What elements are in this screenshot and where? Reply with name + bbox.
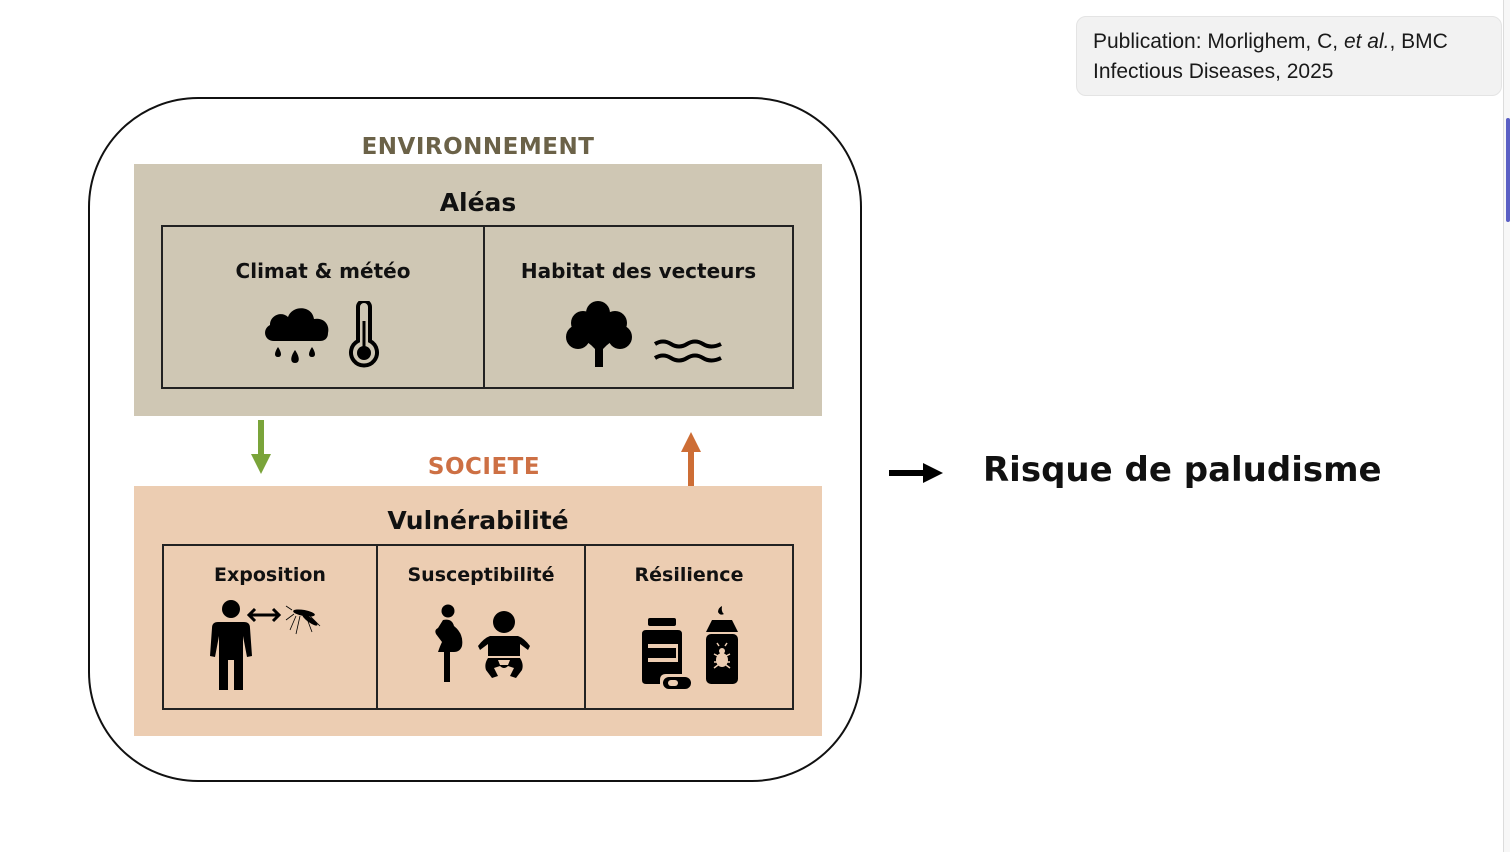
vulnerability-grid: Exposition Susceptibilité — [162, 544, 794, 710]
environment-section-title: ENVIRONNEMENT — [361, 134, 595, 160]
cell-label: Résilience — [634, 564, 744, 586]
baby-icon — [478, 611, 530, 678]
society-panel: Vulnérabilité Exposition Susceptibilité — [134, 486, 822, 736]
outcome-arrow-icon — [889, 463, 943, 483]
double-arrow-icon — [246, 607, 282, 623]
pregnant-woman-icon — [435, 604, 463, 682]
hazards-heading: Aléas — [439, 188, 517, 217]
thermometer-icon — [349, 301, 379, 368]
cell-label: Susceptibilité — [407, 564, 555, 586]
citation-prefix: Publication: Morlighem, C, — [1093, 30, 1344, 53]
environment-panel: Aléas Climat & météo Habitat des vecteur… — [134, 164, 822, 416]
cell-susceptibility: Susceptibilité — [376, 546, 584, 708]
arrow-up-society-to-hazard — [681, 432, 701, 486]
scrollbar-track[interactable] — [1503, 0, 1510, 852]
cell-label: Habitat des vecteurs — [520, 259, 757, 283]
tree-icon — [566, 301, 632, 367]
cell-climate-weather: Climat & météo — [163, 227, 483, 387]
water-waves-icon — [653, 339, 722, 363]
society-section-title: SOCIETE — [427, 454, 541, 480]
cell-label: Exposition — [214, 564, 326, 586]
citation-italic: et al. — [1343, 30, 1390, 53]
scrollbar-thumb[interactable] — [1506, 118, 1510, 222]
person-icon — [210, 600, 252, 690]
arrow-down-hazard-to-society — [251, 420, 271, 474]
cell-vector-habitat: Habitat des vecteurs — [483, 227, 792, 387]
hazards-grid: Climat & météo Habitat des vecteurs — [161, 225, 794, 389]
medicine-bottle-icon — [642, 618, 693, 690]
cell-exposure: Exposition — [164, 546, 376, 708]
insecticide-spray-icon — [706, 606, 738, 684]
rain-cloud-icon — [265, 308, 329, 363]
malaria-risk-label: Risque de paludisme — [983, 450, 1382, 490]
diagram-frame — [88, 97, 862, 782]
vulnerability-heading: Vulnérabilité — [387, 506, 569, 535]
citation-suffix: , BMC Infectious Diseases, 2025 — [1093, 30, 1448, 83]
mosquito-icon — [285, 605, 321, 635]
citation-box: Publication: Morlighem, C, et al., BMC I… — [1076, 16, 1502, 96]
cell-resilience: Résilience — [584, 546, 792, 708]
cell-label: Climat & météo — [235, 259, 411, 283]
